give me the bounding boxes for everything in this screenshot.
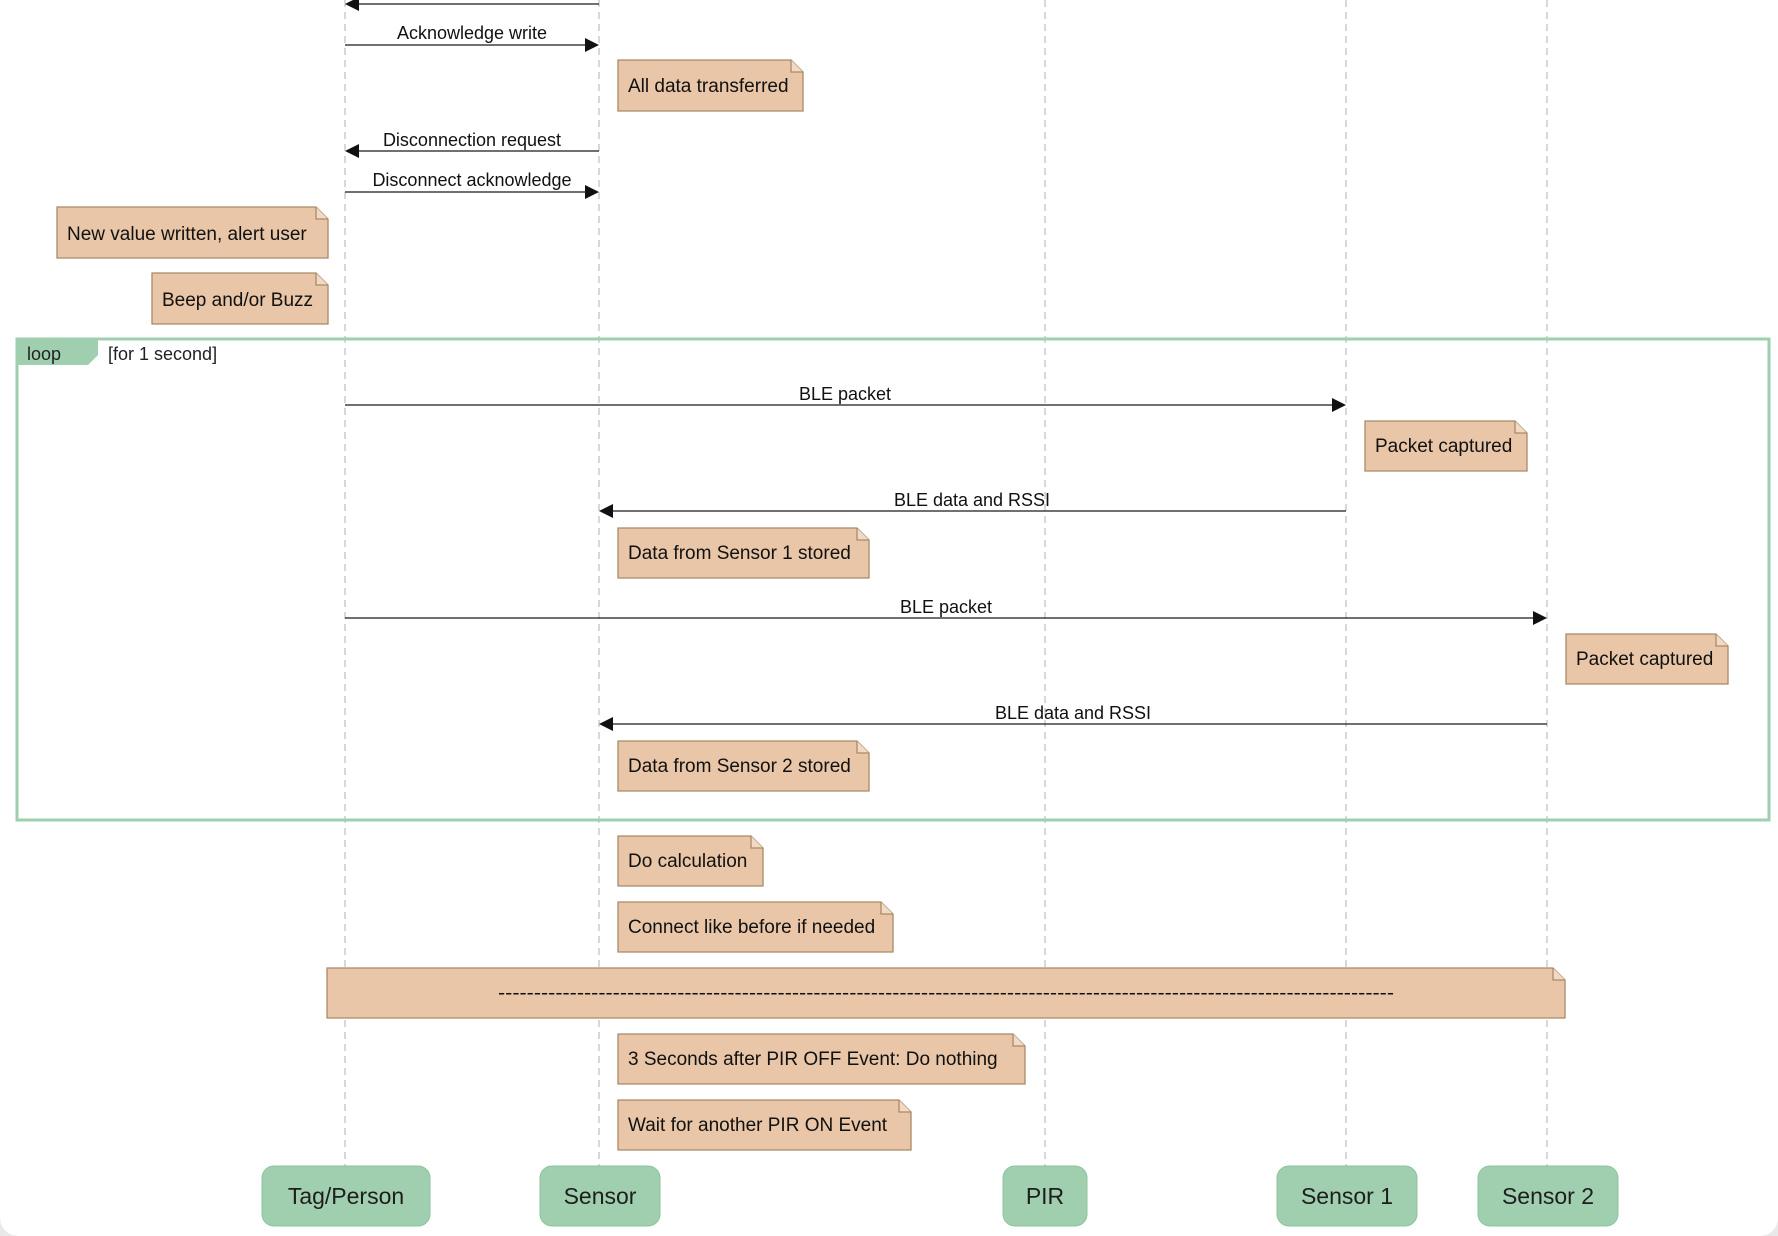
participant-label: Sensor 2 [1502,1183,1594,1209]
note-text: 3 Seconds after PIR OFF Event: Do nothin… [628,1049,998,1070]
message-disconnection-request: Disconnection request [345,130,599,158]
note-data-sensor-1-stored: Data from Sensor 1 stored [617,527,870,579]
message-ble-packet-sensor-1: BLE packet [345,384,1346,412]
note-packet-captured-sensor-2: Packet captured [1565,633,1729,685]
note-text: Do calculation [628,851,747,872]
participant-label: Sensor 1 [1301,1183,1393,1209]
loop-guard: [for 1 second] [108,344,217,364]
note-packet-captured-sensor-1: Packet captured [1364,420,1528,472]
loop-tab [17,339,98,365]
arrowhead [599,717,613,731]
message-ble-data-rssi-sensor-2: BLE data and RSSI [599,703,1547,731]
message-acknowledge-write: Acknowledge write [345,23,599,52]
participant-tag-person: Tag/Person [261,1165,431,1227]
message-disconnect-acknowledge: Disconnect acknowledge [345,170,599,199]
note-text: Connect like before if needed [628,917,875,938]
arrowhead [345,0,359,11]
arrowhead [585,38,599,52]
message-label: Acknowledge write [397,23,547,43]
message-label: BLE data and RSSI [894,490,1050,510]
note-text: Data from Sensor 1 stored [628,543,851,564]
loop-frame: loop [for 1 second] [15,337,1771,822]
separator-note: ----------------------------------------… [326,967,1566,1019]
lifelines [344,0,1548,1166]
loop-keyword: loop [27,344,61,364]
note-beep-buzz: Beep and/or Buzz [151,272,329,325]
message-0 [345,0,599,11]
message-ble-data-rssi-sensor-1: BLE data and RSSI [599,490,1346,518]
message-label: BLE data and RSSI [995,703,1151,723]
note-text: Packet captured [1576,649,1713,670]
message-label: Disconnect acknowledge [372,170,571,190]
note-connect-like-before: Connect like before if needed [617,901,894,953]
participant-label: Tag/Person [288,1183,404,1209]
separator-text: ----------------------------------------… [498,983,1394,1004]
participant-sensor: Sensor [539,1165,661,1227]
message-ble-packet-sensor-2: BLE packet [345,597,1547,625]
note-new-value-written: New value written, alert user [56,206,329,259]
note-all-data-transferred: All data transferred [617,59,804,112]
message-label: BLE packet [799,384,891,404]
arrowhead [1533,611,1547,625]
arrowhead [1332,398,1346,412]
note-pir-off-event: 3 Seconds after PIR OFF Event: Do nothin… [617,1033,1026,1085]
note-text: Beep and/or Buzz [162,290,313,311]
note-text: Wait for another PIR ON Event [628,1115,888,1136]
participant-sensor-1: Sensor 1 [1276,1165,1418,1227]
participant-sensor-2: Sensor 2 [1477,1165,1619,1227]
arrowhead [345,144,359,158]
note-text: Data from Sensor 2 stored [628,756,851,777]
note-text: All data transferred [628,76,789,97]
participant-label: Sensor [564,1183,637,1209]
participant-label: PIR [1026,1183,1064,1209]
participant-pir: PIR [1002,1165,1088,1227]
message-label: BLE packet [900,597,992,617]
note-data-sensor-2-stored: Data from Sensor 2 stored [617,740,870,792]
arrowhead [599,504,613,518]
loop-frame-border [15,337,1771,822]
note-do-calculation: Do calculation [617,835,764,887]
message-label: Disconnection request [383,130,561,150]
arrowhead [585,185,599,199]
note-text: New value written, alert user [67,224,307,245]
note-wait-pir-on-event: Wait for another PIR ON Event [617,1099,912,1151]
note-text: Packet captured [1375,436,1512,457]
